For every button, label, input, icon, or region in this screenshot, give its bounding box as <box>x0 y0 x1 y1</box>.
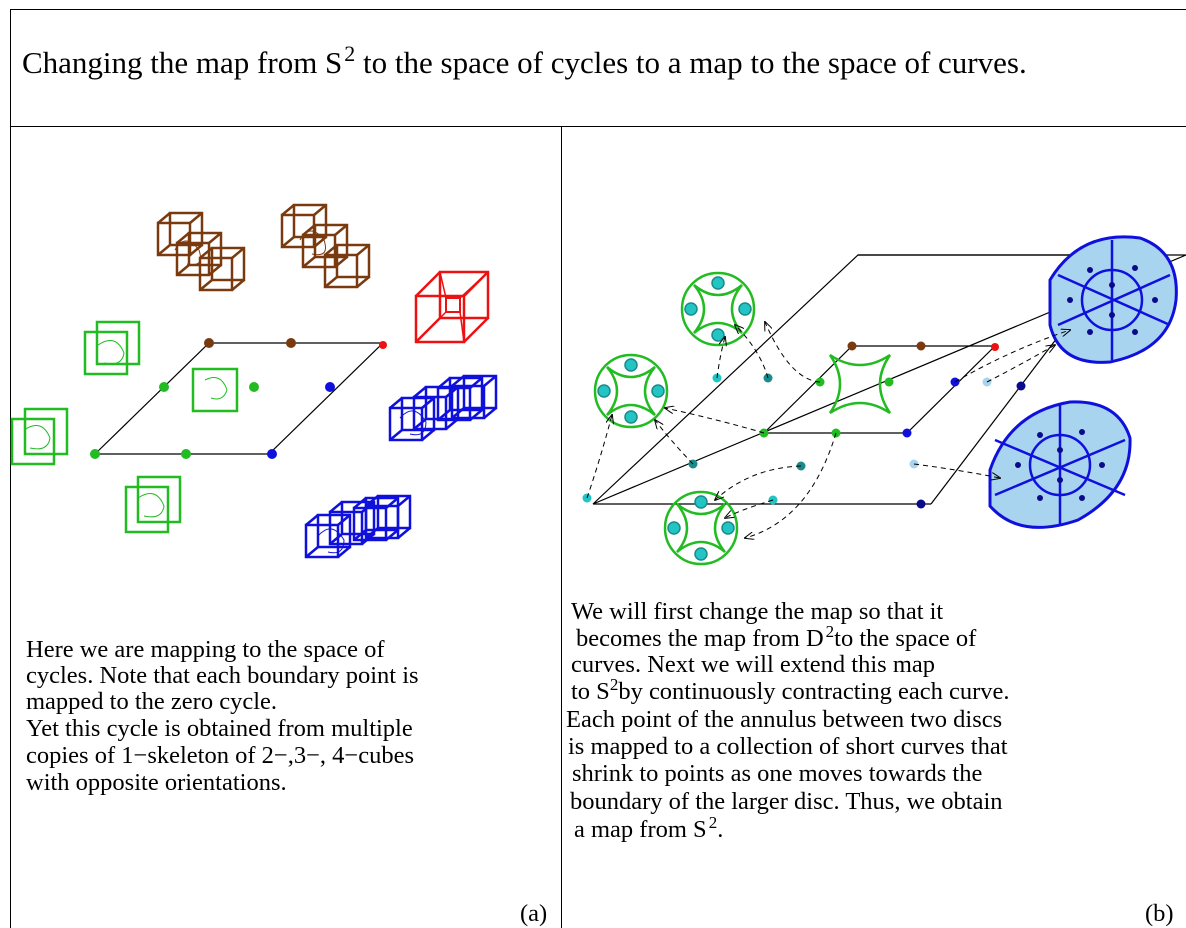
dot <box>325 382 335 392</box>
blue-cube-cycle <box>388 374 498 442</box>
blue-flower-disc <box>988 400 1132 529</box>
dot <box>267 449 277 459</box>
panel-b-caption-line: to S2by continuously contracting each cu… <box>571 675 1010 705</box>
panel-a-label: (a) <box>520 900 548 927</box>
panel-a-caption-line: cycles. Note that each boundary point is <box>26 662 419 689</box>
panel-b-diagram <box>582 235 1186 566</box>
dot <box>379 341 387 349</box>
left-border <box>10 127 11 928</box>
panel-a-diagram <box>10 203 498 559</box>
dot <box>991 343 999 351</box>
dot <box>902 428 912 438</box>
red-tesseract-cycle <box>414 270 490 344</box>
panel-a-caption-line: Here we are mapping to the space of <box>26 636 385 663</box>
dot <box>90 449 100 459</box>
figure-title: Changing the map from S2 to the space of… <box>22 41 1027 80</box>
panel-b-caption-line: shrink to points as one moves towards th… <box>572 760 983 787</box>
teal-drop-curves <box>597 276 752 561</box>
green-astroid-curve <box>828 353 892 415</box>
blue-cube-cycle <box>304 494 412 559</box>
dot <box>204 338 214 348</box>
panel-b-caption-line: Each point of the annulus between two di… <box>566 706 1003 733</box>
brown-cube-cycle <box>156 211 246 292</box>
dot <box>249 382 259 392</box>
dot <box>286 338 296 348</box>
dot <box>1016 381 1026 391</box>
panel-b-caption-line: boundary of the larger disc. Thus, we ob… <box>570 788 1003 815</box>
green-square-cycle <box>124 475 182 534</box>
panel-b-caption-line: is mapped to a collection of short curve… <box>568 733 1008 760</box>
dot <box>159 382 169 392</box>
panel-a-caption-line: copies of 1−skeleton of 2−,3−, 4−cubes <box>26 742 414 769</box>
panel-b-caption-line: curves. Next we will extend this map <box>571 651 936 678</box>
green-square-cycle <box>83 320 141 376</box>
mapping-arrows <box>586 322 1070 538</box>
panel-a-caption-line: with opposite orientations. <box>26 769 287 796</box>
dot <box>847 341 857 351</box>
panel-b-caption-line: We will first change the map so that it <box>571 598 944 625</box>
panel-a-caption-line: mapped to the zero cycle. <box>26 688 278 715</box>
green-square-cycle <box>191 367 239 413</box>
dot <box>916 341 926 351</box>
blue-flower-disc <box>1048 235 1178 364</box>
dot <box>181 449 191 459</box>
panel-divider <box>561 127 562 928</box>
brown-cube-cycle <box>280 203 371 289</box>
dot <box>884 377 894 387</box>
title-frame <box>10 9 1186 127</box>
green-square-cycle <box>10 407 69 466</box>
dot <box>916 499 926 509</box>
panel-b-label: (b) <box>1145 900 1174 927</box>
green-disc-curves <box>593 353 669 429</box>
panel-a-caption-line: Yet this cycle is obtained from multiple <box>26 715 413 742</box>
green-disc-curves <box>663 490 739 566</box>
